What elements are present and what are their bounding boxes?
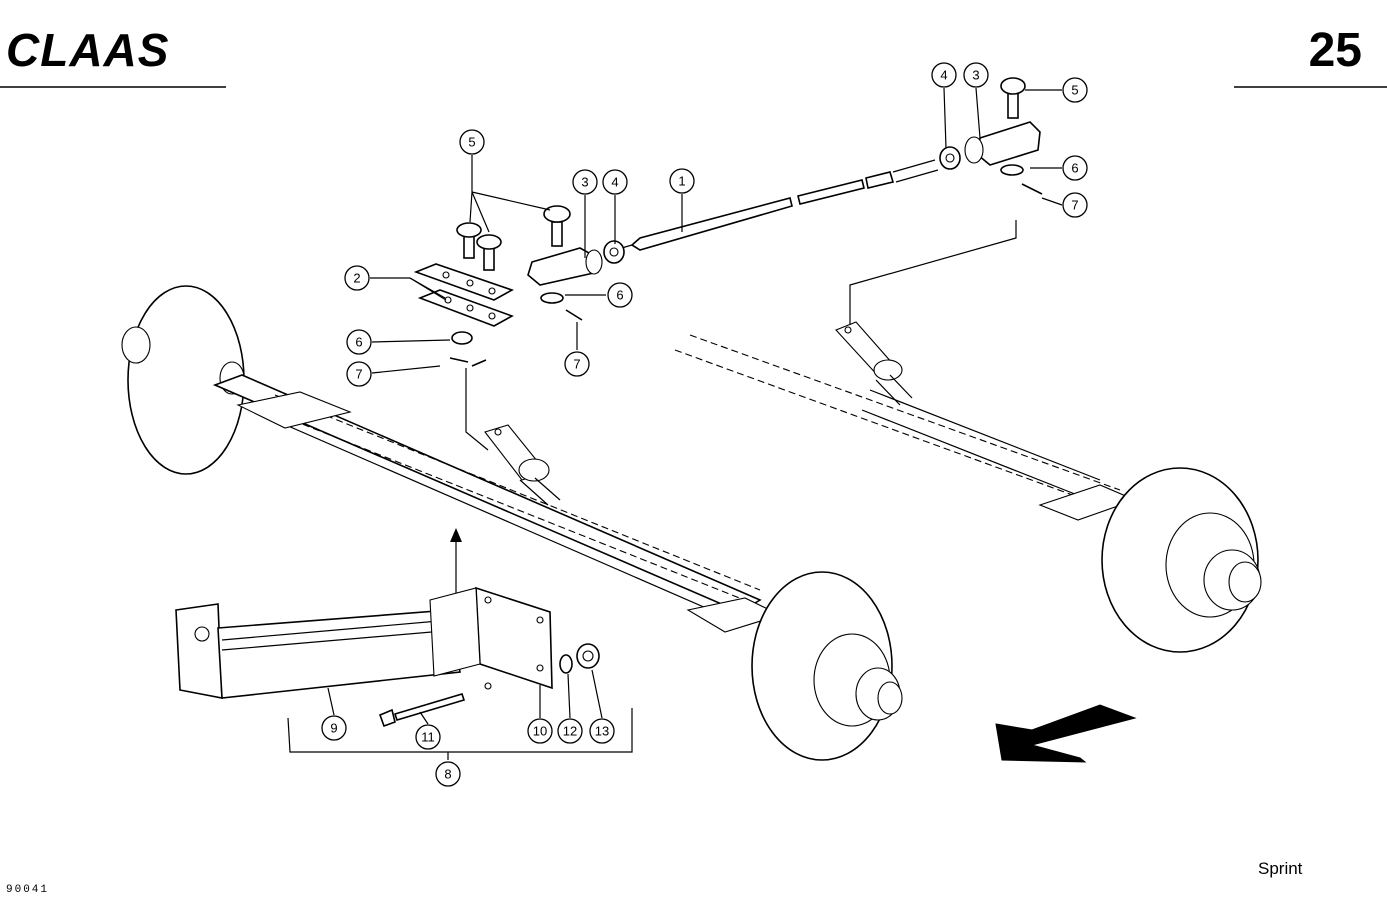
callout-c1: 1 (669, 168, 695, 194)
svg-text:5: 5 (468, 135, 475, 150)
page-number: 25 (1309, 24, 1362, 77)
svg-text:2: 2 (353, 271, 360, 286)
svg-text:11: 11 (421, 730, 435, 745)
callout-c9: 9 (321, 715, 347, 741)
callout-c13: 13 (589, 718, 615, 744)
svg-text:13: 13 (595, 724, 609, 739)
callout-c4-right: 4 (931, 62, 957, 88)
drawing-number: 90041 (6, 884, 49, 896)
svg-text:6: 6 (1071, 161, 1078, 176)
callout-c7-mid: 7 (564, 351, 590, 377)
svg-text:10: 10 (533, 724, 547, 739)
svg-text:3: 3 (581, 175, 588, 190)
svg-text:5: 5 (1071, 83, 1078, 98)
callout-c5-left: 5 (459, 129, 485, 155)
callout-c3-right: 3 (963, 62, 989, 88)
callout-c5-right: 5 (1062, 77, 1088, 103)
callout-c8: 8 (435, 761, 461, 787)
front-axle (121, 285, 903, 761)
svg-text:12: 12 (563, 724, 577, 739)
callout-c11: 11 (415, 724, 441, 750)
svg-text:8: 8 (444, 767, 451, 782)
support-bracket (175, 528, 633, 753)
model-name: Sprint (1258, 859, 1303, 878)
svg-text:7: 7 (355, 367, 362, 382)
svg-text:6: 6 (355, 335, 362, 350)
callout-c4-mid: 4 (602, 169, 628, 195)
svg-text:6: 6 (616, 288, 623, 303)
callout-c12: 12 (557, 718, 583, 744)
callout-c7-right: 7 (1062, 192, 1088, 218)
svg-text:7: 7 (1071, 198, 1078, 213)
leader-lines (327, 87, 1063, 760)
linkage-assembly (413, 77, 1043, 451)
svg-text:3: 3 (972, 68, 979, 83)
callout-c6-left: 6 (346, 329, 372, 355)
brand-logo: CLAAS (6, 24, 169, 76)
svg-text:4: 4 (940, 68, 947, 83)
rear-axle (674, 321, 1262, 653)
callout-c2: 2 (344, 265, 370, 291)
callout-c3-mid: 3 (572, 169, 598, 195)
callout-c6-mid: 6 (607, 282, 633, 308)
callout-c6-right: 6 (1062, 155, 1088, 181)
svg-text:4: 4 (611, 175, 618, 190)
svg-text:1: 1 (678, 174, 685, 189)
svg-text:9: 9 (330, 721, 337, 736)
callout-c10: 10 (527, 718, 553, 744)
callout-c7-left: 7 (346, 361, 372, 387)
svg-text:7: 7 (573, 357, 580, 372)
direction-arrow (995, 704, 1137, 763)
